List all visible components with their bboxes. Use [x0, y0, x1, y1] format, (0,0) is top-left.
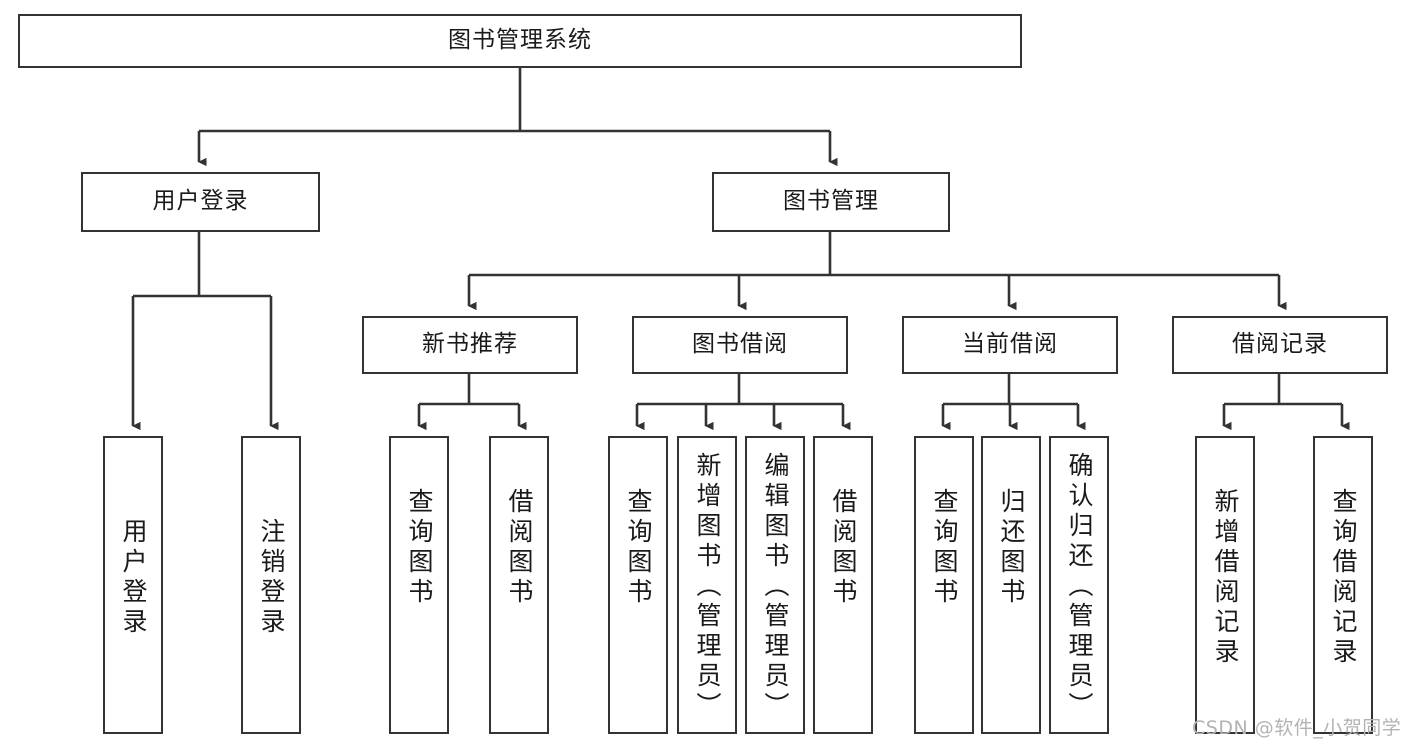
leaf-book-borrow-edit-label: 编辑图书（管理员） [761, 452, 790, 722]
leaf-borrow-record-add-label: 新增借阅记录 [1211, 488, 1240, 668]
node-new-book-recommend-label: 新书推荐 [422, 331, 518, 358]
leaf-user-login-logout[interactable]: 注销登录 [241, 436, 301, 734]
node-user-login-label: 用户登录 [152, 188, 249, 215]
leaf-current-borrow-query-label: 查询图书 [930, 488, 959, 608]
leaf-user-login-logout-label: 注销登录 [257, 518, 286, 638]
connectors-new-book [417, 374, 527, 431]
leaf-book-borrow-query-label: 查询图书 [624, 488, 653, 608]
node-current-borrow[interactable]: 当前借阅 [902, 316, 1118, 374]
node-book-manage[interactable]: 图书管理 [712, 172, 950, 232]
leaf-borrow-record-query[interactable]: 查询借阅记录 [1313, 436, 1373, 734]
leaf-book-borrow-borrow-label: 借阅图书 [829, 488, 858, 608]
node-current-borrow-label: 当前借阅 [962, 331, 1058, 358]
connectors-book-borrow [635, 374, 851, 431]
connectors-borrow-record [1222, 374, 1350, 431]
leaf-user-login-login[interactable]: 用户登录 [103, 436, 163, 734]
leaf-current-borrow-return-label: 归还图书 [997, 488, 1026, 608]
node-new-book-recommend[interactable]: 新书推荐 [362, 316, 578, 374]
leaf-book-borrow-edit[interactable]: 编辑图书（管理员） [745, 436, 805, 734]
leaf-book-borrow-add[interactable]: 新增图书（管理员） [677, 436, 737, 734]
leaf-current-borrow-return[interactable]: 归还图书 [981, 436, 1041, 734]
leaf-book-borrow-add-label: 新增图书（管理员） [693, 452, 722, 722]
node-user-login[interactable]: 用户登录 [81, 172, 320, 232]
node-borrow-record-label: 借阅记录 [1232, 331, 1328, 358]
leaf-current-borrow-confirm[interactable]: 确认归还（管理员） [1049, 436, 1109, 734]
connectors-current-borrow [941, 374, 1086, 431]
leaf-new-book-borrow-label: 借阅图书 [505, 488, 534, 608]
leaf-borrow-record-query-label: 查询借阅记录 [1329, 488, 1358, 668]
leaf-new-book-query-label: 查询图书 [405, 488, 434, 608]
leaf-new-book-borrow[interactable]: 借阅图书 [489, 436, 549, 734]
node-borrow-record[interactable]: 借阅记录 [1172, 316, 1388, 374]
connectors-user-login [131, 232, 279, 431]
node-book-borrow[interactable]: 图书借阅 [632, 316, 848, 374]
leaf-borrow-record-add[interactable]: 新增借阅记录 [1195, 436, 1255, 734]
node-book-manage-label: 图书管理 [783, 188, 879, 215]
leaf-new-book-query[interactable]: 查询图书 [389, 436, 449, 734]
leaf-user-login-login-label: 用户登录 [119, 518, 148, 638]
leaf-current-borrow-confirm-label: 确认归还（管理员） [1065, 452, 1094, 722]
leaf-book-borrow-query[interactable]: 查询图书 [608, 436, 668, 734]
node-root-system-label: 图书管理系统 [448, 27, 592, 54]
watermark-text: CSDN @软件_小贺同学 [1192, 717, 1402, 739]
leaf-current-borrow-query[interactable]: 查询图书 [914, 436, 974, 734]
connectors-book-manage [467, 232, 1287, 311]
node-root-system[interactable]: 图书管理系统 [18, 14, 1022, 68]
connectors-root [197, 68, 838, 167]
leaf-book-borrow-borrow[interactable]: 借阅图书 [813, 436, 873, 734]
node-book-borrow-label: 图书借阅 [692, 331, 788, 358]
